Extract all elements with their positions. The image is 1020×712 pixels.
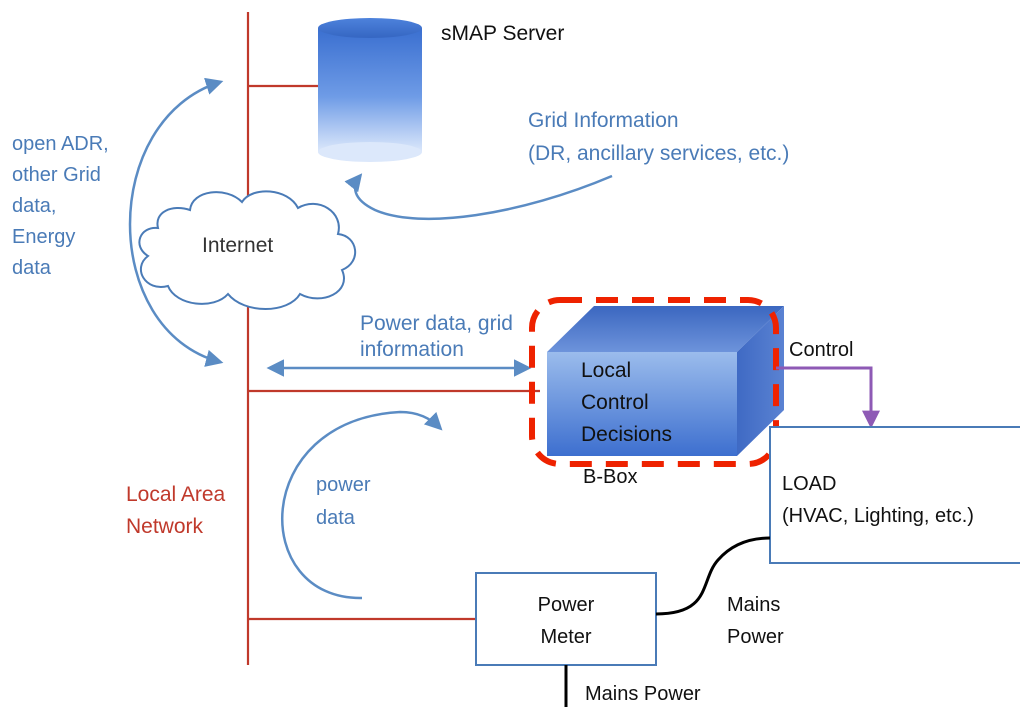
bbox-label: B-Box [583,466,637,488]
power-data-line2: data [316,507,356,529]
mains-power-right-line2: Power [727,626,784,648]
power-meter-line2: Meter [540,626,591,648]
control-arrow [776,366,880,429]
internet-label: Internet [202,234,273,257]
open-adr-arrow [128,77,224,367]
grid-info-arrow [344,173,613,221]
load-box [769,426,1020,564]
power-meter-box [475,572,657,666]
open-adr-line5: data [12,257,52,279]
local-control-line2: Control [581,391,649,414]
bbox-dashed-outline [529,297,779,467]
control-label: Control [789,339,853,361]
internet-cloud-icon [138,190,357,310]
lan-label-line1: Local Area [126,483,226,506]
load-line1: LOAD [782,473,836,495]
load-line2: (HVAC, Lighting, etc.) [782,505,974,527]
smap-server-label: sMAP Server [441,22,564,45]
mains-power-cable-load [655,536,771,616]
power-data-grid-line2: information [360,338,464,361]
mains-power-right-line1: Mains [727,594,780,616]
smap-server-icon [318,18,422,162]
open-adr-line4: Energy [12,226,75,248]
power-data-arrow [281,410,443,600]
power-data-line1: power [316,474,371,496]
local-control-line1: Local [581,359,631,382]
grid-info-line1: Grid Information [528,109,679,132]
open-adr-line1: open ADR, [12,133,109,155]
power-meter-line1: Power [538,594,595,616]
open-adr-line3: data, [12,195,56,217]
power-data-grid-line1: Power data, grid [360,312,513,335]
bbox-cube-icon [547,306,784,456]
local-control-line3: Decisions [581,423,672,446]
grid-info-line2: (DR, ancillary services, etc.) [528,142,789,165]
lan-label-line2: Network [126,515,204,538]
open-adr-line2: other Grid [12,164,101,186]
mains-power-bottom-label: Mains Power [585,683,701,705]
